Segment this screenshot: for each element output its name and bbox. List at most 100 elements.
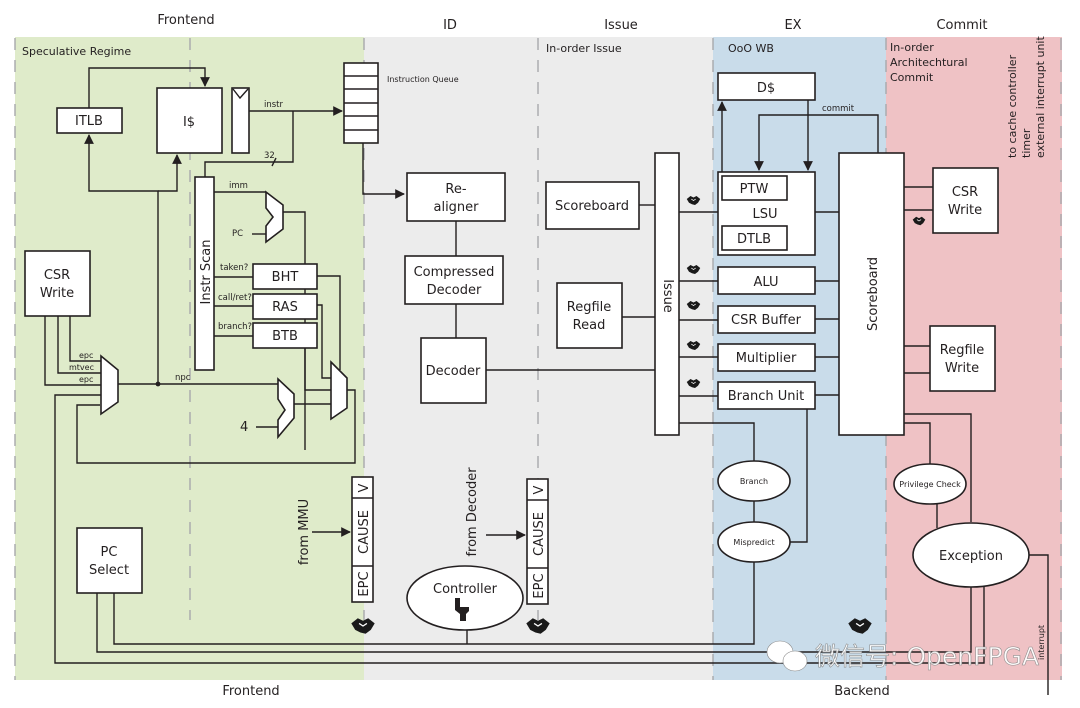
dtlb-label: DTLB	[737, 232, 771, 247]
toilet-icon	[455, 598, 469, 621]
width-32-label: 32	[264, 151, 275, 161]
itlb-to-icache-wire	[88, 67, 210, 108]
issue-block	[654, 152, 680, 436]
ras-to-mux-wire	[317, 304, 331, 379]
commit-csr-write-block	[932, 167, 999, 234]
multiplier-label: Multiplier	[736, 351, 797, 366]
id-exc-cause-label: CAUSE	[532, 512, 547, 556]
mux-feedback-wire	[76, 389, 356, 464]
epc-wire-1	[69, 316, 101, 362]
scoreboard-to-exception-wire	[904, 413, 972, 522]
pc-select-block	[76, 527, 143, 594]
regfile-write-block	[929, 325, 996, 392]
four-label: 4	[240, 420, 248, 435]
branch-query-label: branch?	[218, 322, 252, 332]
realigner-label-1: Re-	[445, 182, 466, 197]
frontend-exception-register	[351, 476, 374, 603]
pc-select-label-2: Select	[89, 563, 129, 578]
pc-select-feed-wire	[54, 394, 713, 664]
frontend-exc-v-label: V	[357, 483, 372, 492]
region-label-commit-3: Commit	[890, 71, 934, 84]
branch-unit-to-mispredict-wire	[790, 409, 808, 543]
wechat-watermark: 微信号: OpenFPGA	[766, 640, 1039, 672]
npc-label: npc	[175, 373, 191, 383]
id-exc-v-label: V	[532, 485, 547, 494]
queue-to-realigner-wire	[362, 143, 405, 199]
pc-select-label-1: PC	[101, 545, 118, 560]
commit-signal-label: commit	[822, 104, 855, 114]
issue-label: Issue	[660, 279, 675, 313]
dcache-block	[717, 72, 816, 101]
csr-buffer-label: CSR Buffer	[731, 313, 802, 328]
epc-wire-2	[44, 316, 101, 386]
branch-node-label: Branch	[740, 477, 768, 486]
region-label-commit-1: In-order	[890, 41, 934, 54]
csr-buffer-block	[717, 305, 816, 334]
bus-width-tick	[271, 157, 277, 167]
frontend-csr-write-block	[24, 250, 91, 317]
privilege-check-label: Privilege Check	[899, 480, 961, 489]
itlb-label: ITLB	[75, 114, 103, 129]
bht-label: BHT	[272, 270, 299, 285]
realigner-block	[406, 172, 506, 222]
controller-label: Controller	[433, 582, 498, 597]
ras-label: RAS	[272, 300, 298, 315]
taken-label: taken?	[220, 263, 248, 273]
region-label-ooo-wb: OoO WB	[728, 42, 774, 55]
pc-label: PC	[232, 229, 243, 239]
compressed-decoder-block	[404, 255, 504, 305]
stage-label-frontend-bottom: Frontend	[222, 684, 279, 699]
callret-label: call/ret?	[218, 293, 252, 303]
pc-select-bus-2	[96, 593, 713, 653]
mispredict-to-bus-wire	[713, 562, 755, 645]
imm-label: imm	[229, 181, 248, 191]
commit-scoreboard-label: Scoreboard	[866, 257, 881, 331]
commit-csr-write-label-2: Write	[948, 203, 982, 218]
regfile-write-label-1: Regfile	[940, 343, 985, 358]
regfile-write-label-2: Write	[945, 361, 979, 376]
regfile-read-label-2: Read	[573, 318, 606, 333]
stage-title-commit: Commit	[936, 18, 987, 33]
region-label-inorder-issue: In-order Issue	[546, 42, 622, 55]
btb-to-mux-wire	[304, 348, 331, 391]
instruction-queue-label: Instruction Queue	[387, 75, 459, 84]
fetch-register	[231, 87, 250, 154]
frontend-exc-epc-label: EPC	[357, 571, 372, 596]
realigner-label-2: aligner	[433, 200, 479, 215]
npc-to-itlb-wire	[84, 134, 159, 384]
instr-scan-label: Instr Scan	[199, 239, 214, 304]
id-exc-epc-label: EPC	[532, 573, 547, 598]
mispredict-node-label: Mispredict	[733, 538, 774, 547]
icache-block	[156, 87, 223, 154]
frontend-exc-cause-label: CAUSE	[357, 510, 372, 554]
issue-scoreboard-block	[545, 181, 640, 230]
btb-label: BTB	[272, 329, 298, 344]
privilege-check-node	[893, 463, 967, 505]
npc-junction	[155, 381, 161, 387]
stage-title-issue: Issue	[604, 18, 638, 33]
controller-block	[406, 565, 524, 631]
instr-scan-block	[194, 176, 215, 371]
epc-label-2: epc	[79, 375, 93, 384]
branch-unit-label: Branch Unit	[728, 389, 804, 404]
frontend-csr-write-label-1: CSR	[44, 268, 70, 283]
stage-title-id: ID	[443, 18, 457, 33]
register-clock-glyph	[232, 88, 249, 100]
ptw-label: PTW	[740, 182, 769, 197]
decoder-label: Decoder	[426, 364, 481, 379]
mtvec-wire	[57, 316, 101, 374]
id-exception-register	[526, 478, 549, 605]
bht-to-mux-wire	[317, 275, 341, 370]
pc-plus-4-adder	[277, 377, 295, 440]
timer-label: timer	[1020, 128, 1033, 158]
npc-to-icache-wire	[158, 154, 182, 192]
compressed-decoder-label-2: Decoder	[427, 283, 482, 298]
from-decoder-label: from Decoder	[465, 467, 480, 557]
epc-label-1: epc	[79, 351, 93, 360]
stage-title-frontend: Frontend	[157, 13, 214, 28]
region-label-speculative: Speculative Regime	[22, 45, 131, 58]
regfile-read-label-1: Regfile	[567, 300, 612, 315]
dtlb-block	[721, 225, 788, 251]
interrupt-wire	[1029, 554, 1049, 695]
